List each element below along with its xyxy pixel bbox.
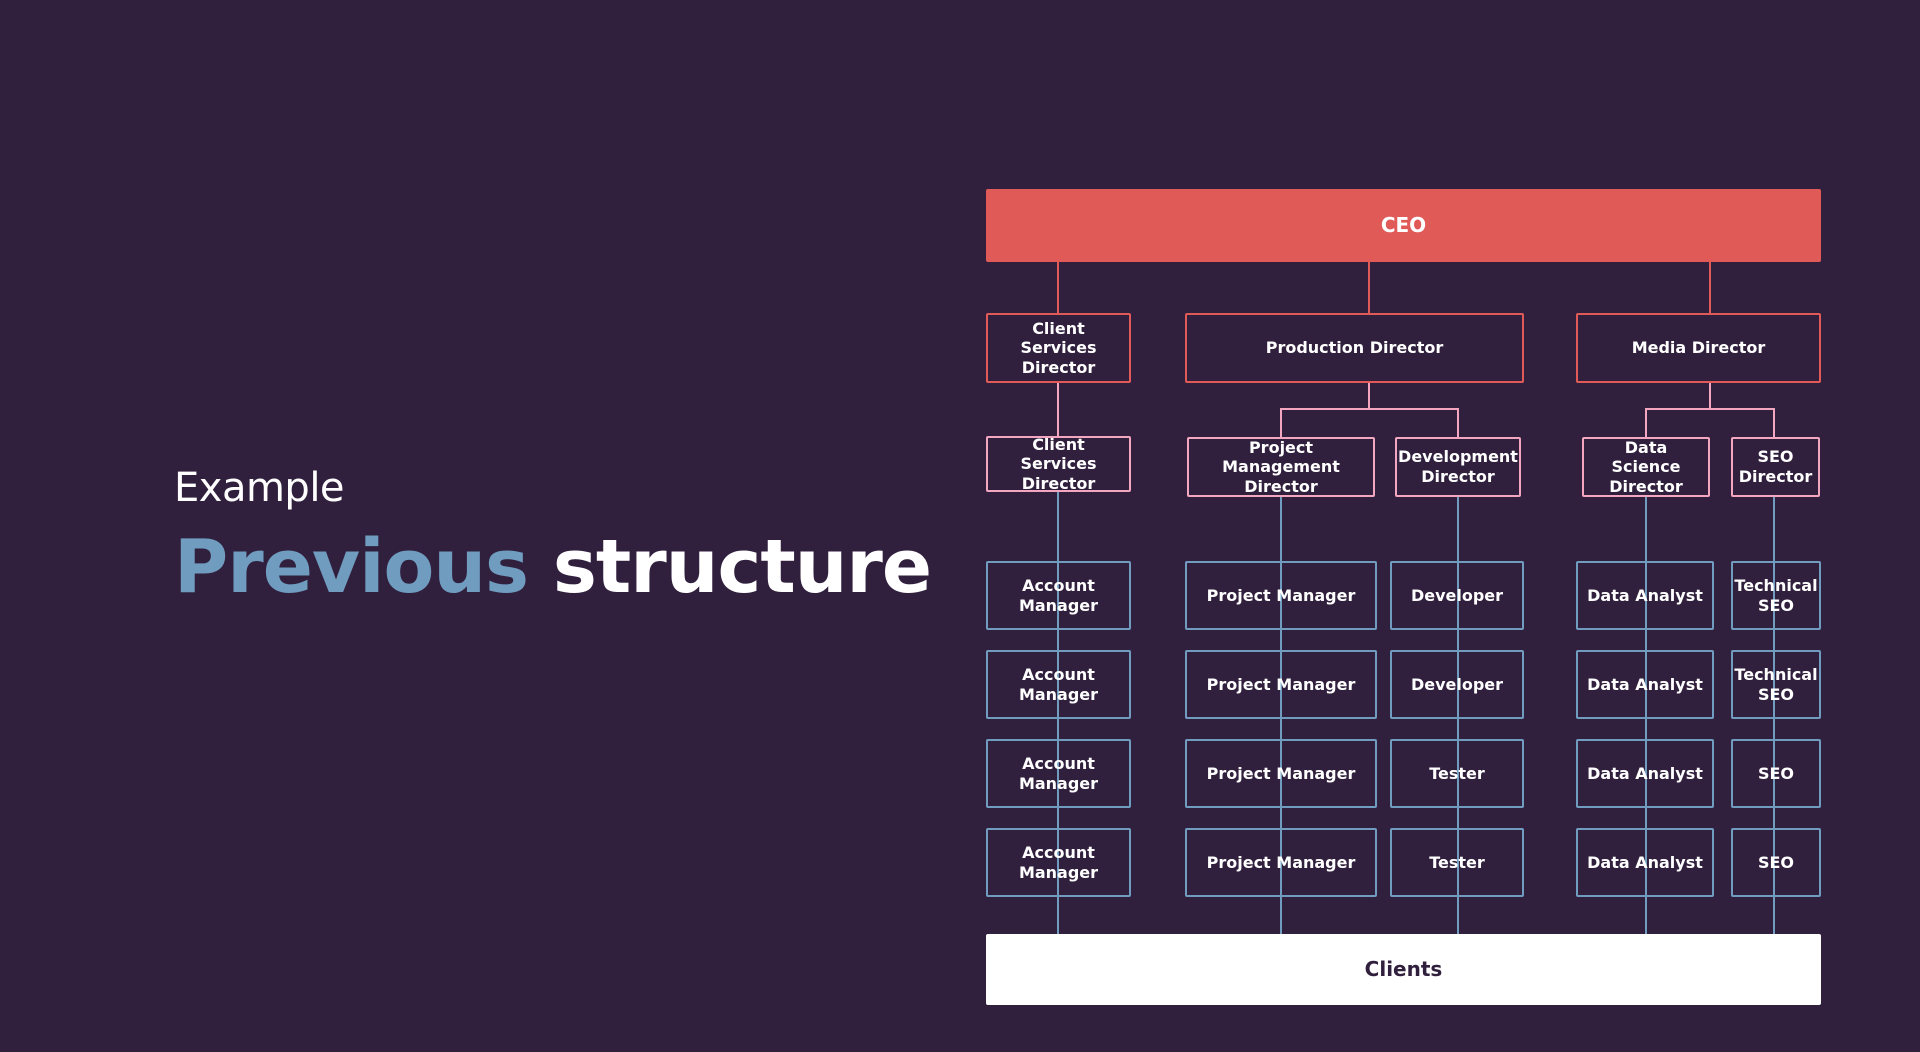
data-science-director-box: Data Science Director [1582,437,1710,497]
node-label: Developer [1410,674,1504,694]
connector [1057,382,1059,437]
node-label: SEO [1757,763,1795,783]
data-analyst-box: Data Analyst [1576,828,1714,897]
project-management-director-box: Project Management Director [1187,437,1375,497]
clients-box: Clients [986,934,1821,1005]
node-label: Tester [1429,763,1485,783]
connector [1709,261,1711,314]
developer-box: Developer [1390,650,1524,719]
developer-box: Developer [1390,561,1524,630]
node-label: SEO Director [1738,447,1813,486]
node-label: Account Manager [1018,664,1099,704]
node-label: Technical SEO [1734,575,1818,615]
node-label: Project Manager [1206,763,1356,783]
connector [1773,497,1775,936]
client-services-sub-director-box: Client Services Director [986,434,1131,493]
connector [1280,497,1282,936]
tester-box: Tester [1390,739,1524,808]
node-label: Project Management Director [1222,437,1340,496]
clients-label: Clients [1364,957,1443,982]
connector [1457,408,1459,438]
connector [1645,408,1647,438]
seo-director-box: SEO Director [1731,437,1820,497]
connector [1709,382,1711,409]
node-label: Client Services Director [1020,318,1097,377]
project-manager-box: Project Manager [1185,739,1377,808]
node-label: Account Manager [1018,842,1099,882]
title-accent: Previous [174,524,529,610]
node-label: Client Services Director [1020,434,1097,493]
account-manager-box: Account Manager [986,828,1131,897]
node-label: Production Director [1265,338,1444,358]
project-manager-box: Project Manager [1185,561,1377,630]
seo-box: SEO [1731,739,1821,808]
connector [1457,497,1459,936]
node-label: Developer [1410,585,1504,605]
node-label: Data Analyst [1587,852,1703,872]
connector [1645,408,1775,410]
development-director-box: Development Director [1395,437,1521,497]
media-director-box: Media Director [1576,313,1821,383]
ceo-label: CEO [1380,213,1427,238]
eyebrow: Example [174,465,345,511]
data-analyst-box: Data Analyst [1576,650,1714,719]
technical-seo-box: Technical SEO [1731,561,1821,630]
connector [1057,492,1059,936]
account-manager-box: Account Manager [986,650,1131,719]
title-rest: structure [552,524,932,610]
connector [1645,497,1647,936]
node-label: Media Director [1631,338,1766,358]
connector [1280,408,1459,410]
page-title: Previous structure [174,530,932,604]
node-label: Project Manager [1206,585,1356,605]
node-label: Project Manager [1206,852,1356,872]
seo-box: SEO [1731,828,1821,897]
heading: Example Previous structure [174,465,932,604]
node-label: Data Analyst [1587,763,1703,783]
node-label: Account Manager [1018,575,1099,615]
node-label: Technical SEO [1734,664,1818,704]
node-label: Account Manager [1018,753,1099,793]
node-label: Tester [1429,852,1485,872]
connector [1368,382,1370,409]
node-label: Data Analyst [1587,674,1703,694]
node-label: Project Manager [1206,674,1356,694]
technical-seo-box: Technical SEO [1731,650,1821,719]
account-manager-box: Account Manager [986,739,1131,808]
connector [1057,261,1059,314]
tester-box: Tester [1390,828,1524,897]
account-manager-box: Account Manager [986,561,1131,630]
node-label: SEO [1757,852,1795,872]
ceo-box: CEO [986,189,1821,262]
client-services-director-box: Client Services Director [986,313,1131,383]
node-label: Data Science Director [1609,437,1683,496]
connector [1773,408,1775,438]
node-label: Data Analyst [1587,585,1703,605]
data-analyst-box: Data Analyst [1576,561,1714,630]
production-director-box: Production Director [1185,313,1524,383]
connector [1280,408,1282,438]
project-manager-box: Project Manager [1185,650,1377,719]
connector [1368,261,1370,314]
data-analyst-box: Data Analyst [1576,739,1714,808]
node-label: Development Director [1398,447,1518,486]
project-manager-box: Project Manager [1185,828,1377,897]
